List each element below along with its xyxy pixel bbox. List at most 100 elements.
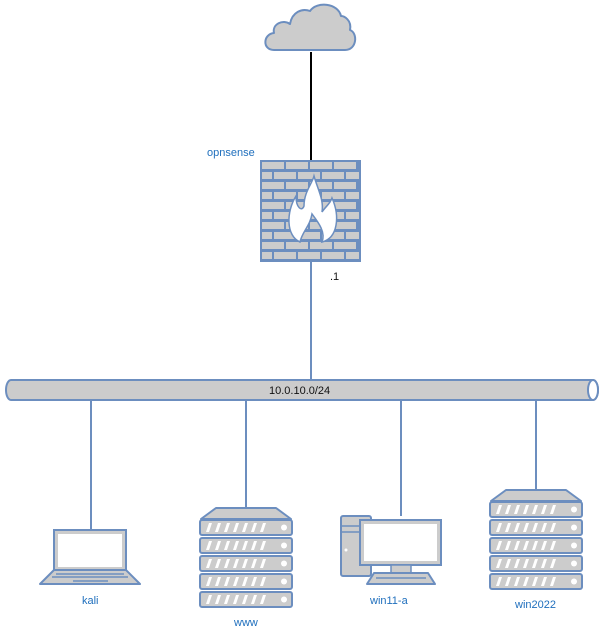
server-vent: [532, 523, 538, 532]
brick: [274, 232, 296, 239]
server-vent: [224, 559, 230, 568]
brick: [334, 182, 356, 189]
brick: [334, 202, 356, 209]
laptop-icon[interactable]: [39, 529, 141, 585]
brick: [274, 172, 296, 179]
server-vent: [550, 559, 556, 568]
brick: [262, 172, 272, 179]
server-vent: [550, 541, 556, 550]
server-vent: [523, 559, 529, 568]
brick: [346, 252, 359, 259]
server-top: [200, 507, 292, 520]
server-led: [281, 542, 287, 549]
brick: [262, 192, 272, 199]
server-vent: [496, 523, 502, 532]
server-vent: [523, 577, 529, 586]
server-vent: [523, 505, 529, 514]
host-label-www: www: [233, 617, 258, 629]
brick: [262, 212, 272, 219]
server-vent: [251, 595, 257, 604]
brick: [286, 162, 308, 169]
brick: [262, 162, 284, 169]
server-vent: [260, 577, 266, 586]
brick: [262, 232, 272, 239]
server-led: [571, 524, 577, 531]
firewall-interface-ip: .1: [330, 271, 339, 283]
server-vent: [251, 541, 257, 550]
brick: [274, 212, 296, 219]
brick: [322, 172, 344, 179]
brick: [298, 172, 320, 179]
server-led: [571, 560, 577, 567]
server-vent: [251, 559, 257, 568]
server-vent: [224, 541, 230, 550]
brick: [346, 212, 359, 219]
server-vent: [206, 523, 212, 532]
server-led: [281, 596, 287, 603]
brick: [322, 252, 344, 259]
brick: [286, 242, 308, 249]
server-vent: [532, 505, 538, 514]
brick: [262, 202, 284, 209]
brick: [346, 192, 359, 199]
brick: [346, 232, 359, 239]
host-label-kali: kali: [82, 595, 99, 607]
server-led: [281, 560, 287, 567]
host-label-win2022: win2022: [514, 599, 556, 611]
server-led: [571, 506, 577, 513]
firewall-icon[interactable]: [260, 160, 361, 262]
server-led: [281, 524, 287, 531]
brick: [262, 242, 284, 249]
server-vent: [523, 523, 529, 532]
server-vent: [260, 541, 266, 550]
server-vent: [514, 505, 520, 514]
server-vent: [550, 505, 556, 514]
server-icon[interactable]: [489, 489, 583, 590]
server-vent: [215, 523, 221, 532]
server-vent: [242, 559, 248, 568]
server-vent: [505, 577, 511, 586]
server-vent: [541, 541, 547, 550]
server-vent: [532, 559, 538, 568]
server-vent: [514, 541, 520, 550]
desktop-pc-icon[interactable]: [340, 515, 442, 585]
server-vent: [541, 559, 547, 568]
server-vent: [550, 577, 556, 586]
server-vent: [496, 541, 502, 550]
server-vent: [541, 523, 547, 532]
server-vent: [541, 505, 547, 514]
server-vent: [233, 559, 239, 568]
server-icon[interactable]: [199, 507, 293, 608]
server-vent: [215, 541, 221, 550]
server-vent: [206, 559, 212, 568]
server-vent: [242, 523, 248, 532]
server-vent: [532, 577, 538, 586]
server-vent: [550, 523, 556, 532]
host-label-win11-a: win11-a: [369, 595, 409, 607]
flame-icon: [288, 173, 338, 244]
brick: [262, 182, 284, 189]
brick: [274, 252, 296, 259]
server-vent: [251, 523, 257, 532]
server-vent: [496, 505, 502, 514]
server-vent: [206, 595, 212, 604]
server-vent: [233, 541, 239, 550]
server-vent: [260, 595, 266, 604]
network-bus[interactable]: [5, 379, 599, 401]
server-vent: [206, 541, 212, 550]
server-vent: [260, 559, 266, 568]
server-vent: [496, 559, 502, 568]
server-top: [490, 489, 582, 502]
brick: [346, 172, 359, 179]
server-vent: [505, 559, 511, 568]
brick: [310, 182, 332, 189]
brick: [322, 192, 344, 199]
cloud-icon[interactable]: [264, 3, 357, 51]
server-vent: [233, 595, 239, 604]
network-bus-label: 10.0.10.0/24: [269, 385, 330, 397]
server-led: [281, 578, 287, 585]
server-vent: [505, 523, 511, 532]
brick: [298, 252, 320, 259]
server-vent: [215, 595, 221, 604]
